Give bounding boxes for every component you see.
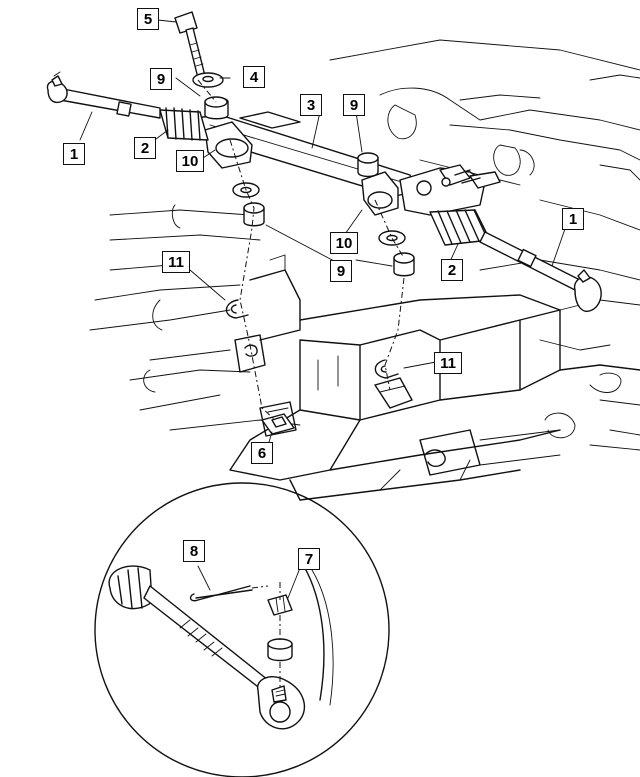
callout-2: 2 — [441, 259, 463, 281]
callout-10: 10 — [330, 232, 358, 254]
callout-4: 4 — [243, 66, 265, 88]
callout-9: 9 — [150, 68, 172, 90]
callout-5: 5 — [137, 8, 159, 30]
callout-1: 1 — [562, 208, 584, 230]
steering-rack-assembly — [46, 11, 602, 435]
callout-11: 11 — [434, 352, 462, 374]
callout-10: 10 — [176, 150, 204, 172]
callout-9: 9 — [330, 260, 352, 282]
callout-7: 7 — [298, 548, 320, 570]
callout-3: 3 — [300, 94, 322, 116]
callout-8: 8 — [183, 540, 205, 562]
callout-9: 9 — [343, 94, 365, 116]
alignment-lines — [197, 79, 405, 421]
callout-2: 2 — [134, 137, 156, 159]
callout-1: 1 — [63, 143, 85, 165]
detail-view-circle — [94, 482, 390, 777]
callout-6: 6 — [251, 442, 273, 464]
callout-11: 11 — [162, 251, 190, 273]
vehicle-frame-outline — [89, 39, 640, 501]
